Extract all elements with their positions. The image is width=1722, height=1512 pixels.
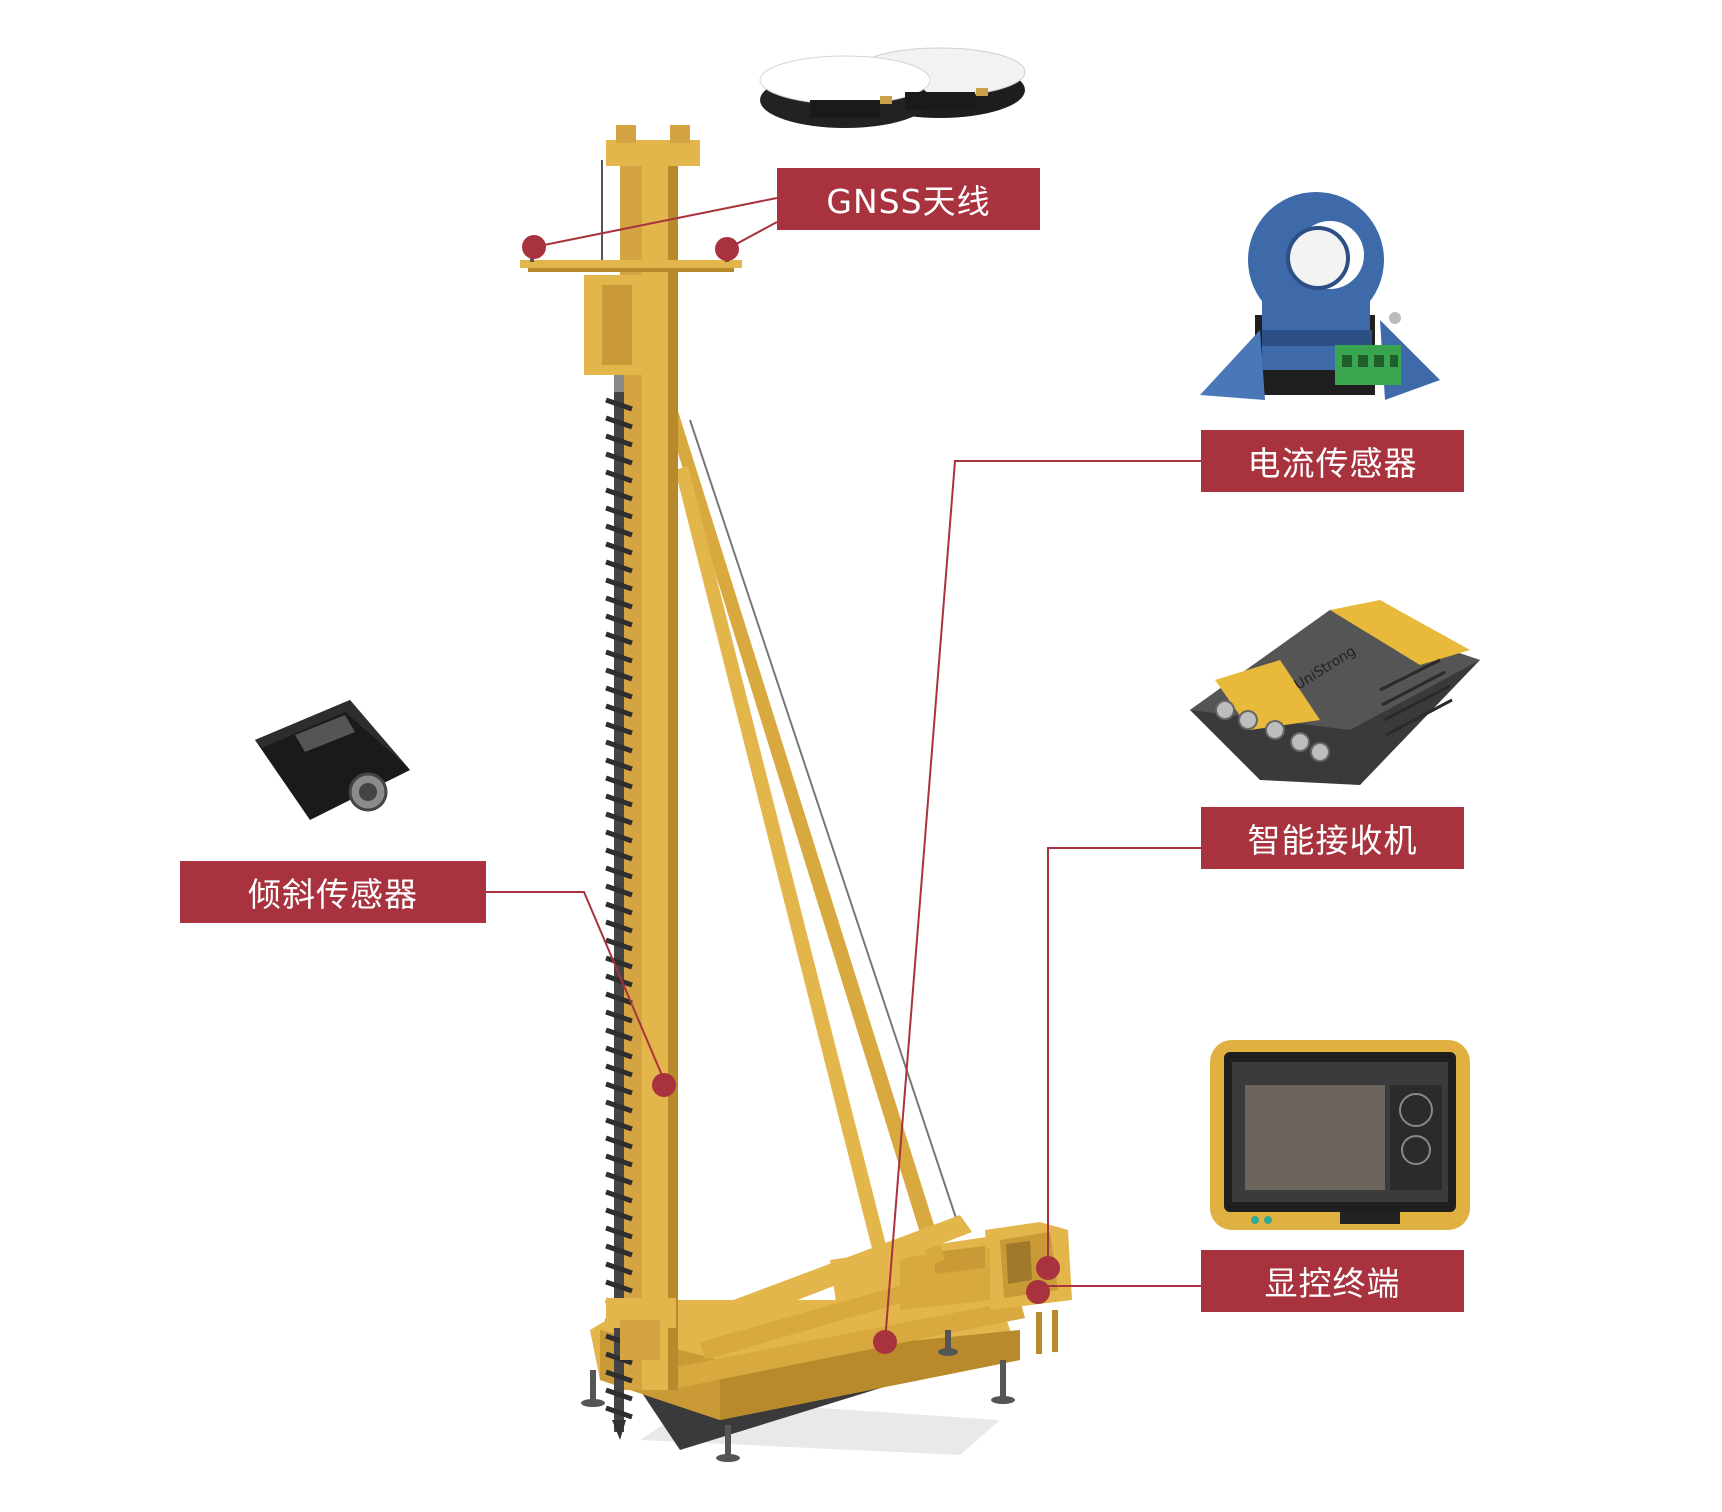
- marker-dots: [522, 235, 1060, 1354]
- current-sensor-image: [1200, 192, 1440, 400]
- current-sensor-marker: [873, 1330, 897, 1354]
- receiver-marker: [1036, 1256, 1060, 1280]
- smart-receiver-label: 智能接收机: [1201, 807, 1464, 869]
- tilt-sensor-marker: [652, 1073, 676, 1097]
- gnss-marker-right: [715, 237, 739, 261]
- leader-lines: [486, 197, 1201, 1343]
- tilt-sensor-image: [255, 700, 410, 820]
- terminal-marker: [1026, 1280, 1050, 1304]
- gnss-antenna-label: GNSS天线: [777, 168, 1040, 230]
- tilt-sensor-label: 倾斜传感器: [180, 861, 486, 923]
- gnss-marker-left: [522, 235, 546, 259]
- display-terminal-label: 显控终端: [1201, 1250, 1464, 1312]
- pile-driver-rig: [520, 125, 1072, 1462]
- gnss-antenna-image: [759, 47, 1026, 128]
- gnss-receiver-image: UniStrong: [1190, 600, 1480, 785]
- current-sensor-label: 电流传感器: [1201, 430, 1464, 492]
- operator-cab: [985, 1222, 1072, 1354]
- mast: [606, 125, 700, 1390]
- display-terminal-image: [1210, 1040, 1470, 1230]
